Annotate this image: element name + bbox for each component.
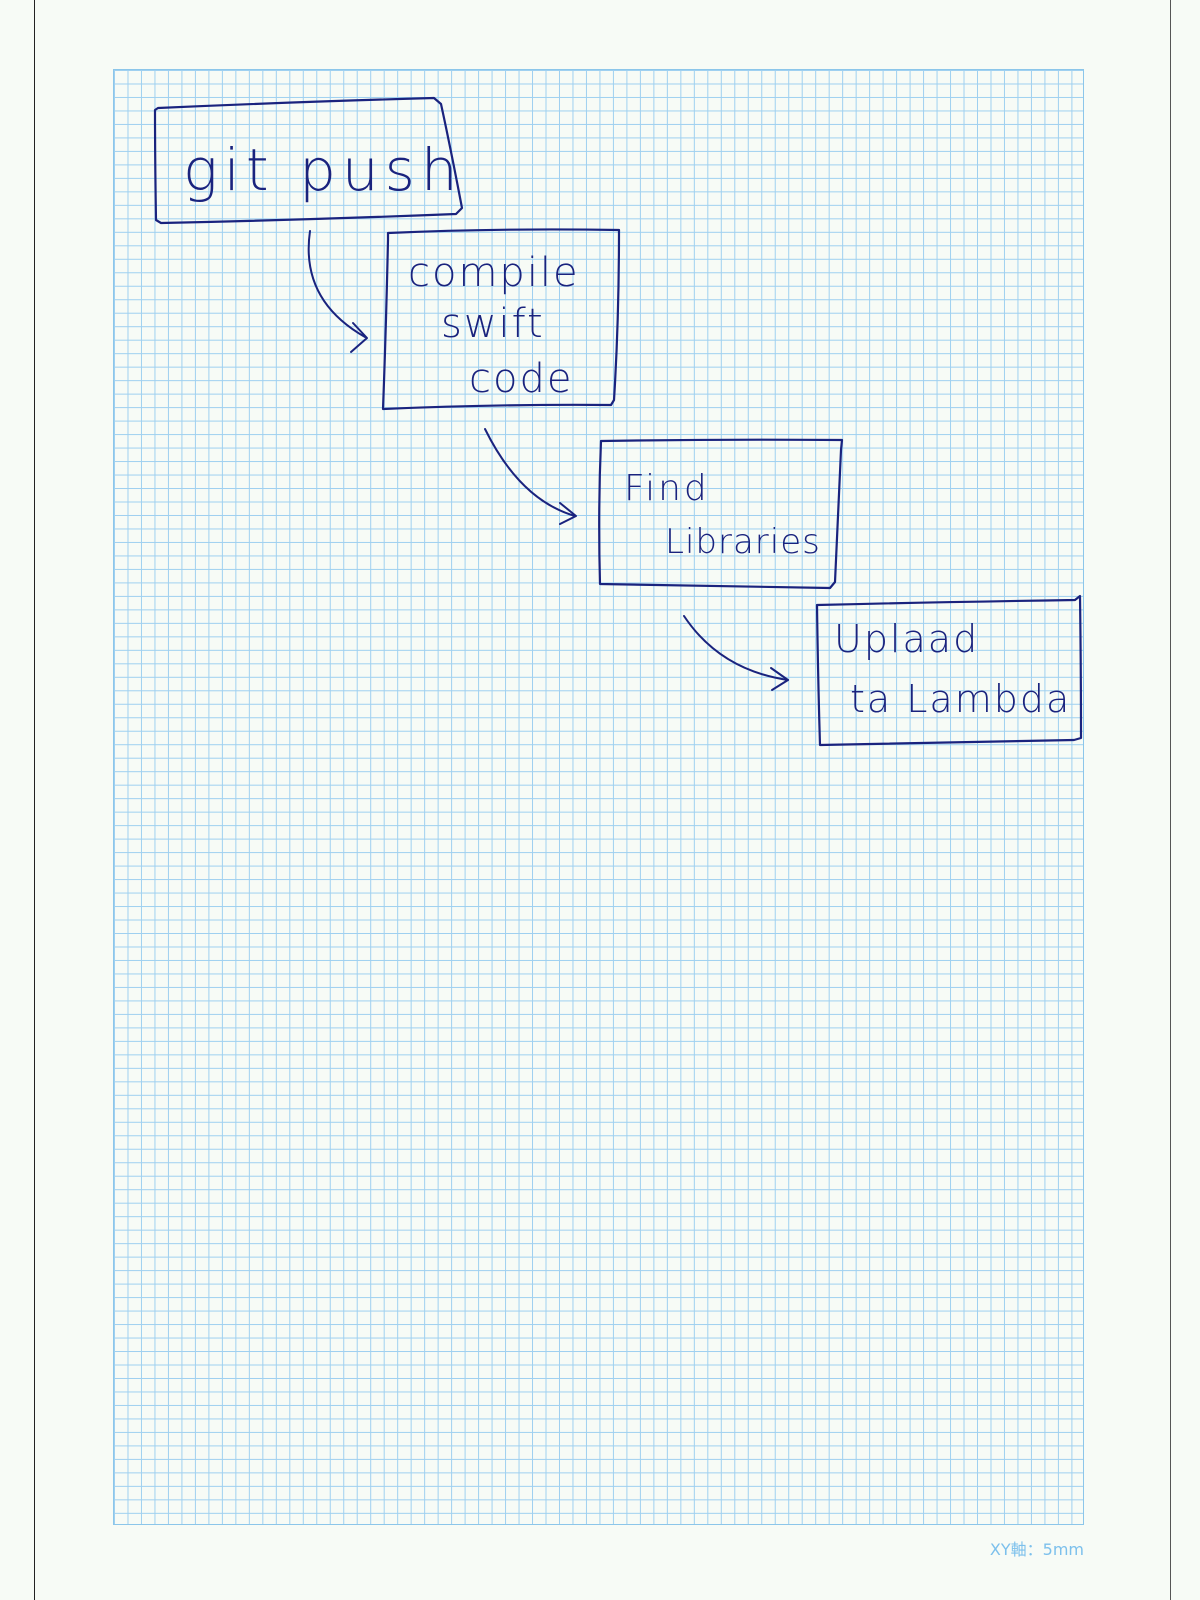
node-git-push: git push bbox=[153, 96, 464, 225]
node-upload-line-2: ta Lambda bbox=[850, 677, 1071, 721]
left-margin-line bbox=[34, 0, 35, 1600]
arrow-compile-to-find bbox=[484, 428, 577, 525]
arrow-find-to-upload bbox=[683, 615, 789, 691]
node-compile-line-3: code bbox=[469, 356, 573, 402]
node-compile: compile swift code bbox=[381, 228, 621, 411]
arrow-git-to-compile bbox=[307, 230, 368, 353]
node-git-push-label: git push bbox=[183, 136, 464, 204]
node-compile-line-1: compile bbox=[408, 250, 580, 296]
node-find-line-1: Find bbox=[624, 468, 710, 509]
node-find-libraries: Find Libraries bbox=[598, 438, 844, 590]
node-find-line-2: Libraries bbox=[665, 522, 821, 562]
node-compile-line-2: swift bbox=[441, 301, 545, 347]
grid-scale-label: XY軸：5mm bbox=[989, 1540, 1084, 1559]
right-margin-line bbox=[1170, 0, 1171, 1600]
node-upload-line-1: Uplaad bbox=[834, 617, 979, 661]
graph-paper-grid bbox=[113, 69, 1084, 1525]
node-upload: Uplaad ta Lambda bbox=[815, 594, 1083, 747]
